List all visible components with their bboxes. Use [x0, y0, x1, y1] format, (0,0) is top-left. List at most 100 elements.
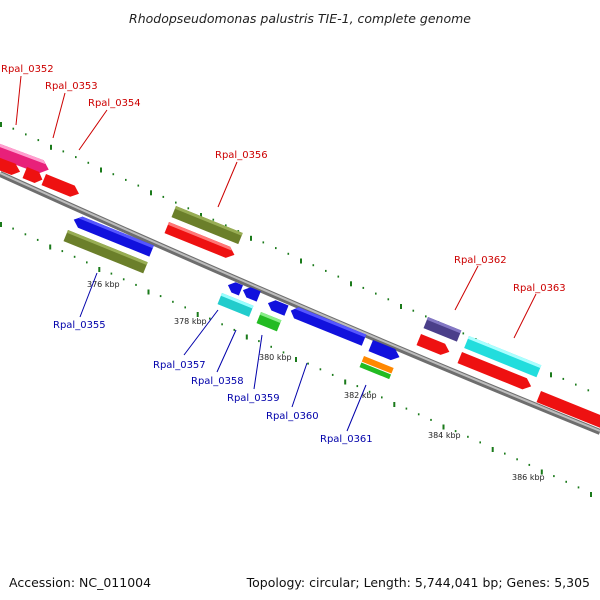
scale-dot [577, 486, 580, 489]
scale-dot [362, 286, 365, 289]
scale-dot [590, 492, 592, 497]
scale-dot [250, 235, 252, 241]
gene-rpal-0361-blue[interactable] [368, 340, 402, 363]
scale-dot [270, 345, 272, 348]
gene-rpal-0357-blue-b[interactable] [241, 285, 261, 302]
scale-dot [221, 323, 223, 326]
gene-rpal-0356-upper[interactable] [171, 206, 243, 245]
scale-dot [162, 195, 165, 198]
scale-dot [307, 362, 309, 365]
scale-dot [337, 275, 340, 278]
scale-dot [565, 480, 567, 483]
gene-label[interactable]: Rpal_0362 [454, 255, 507, 266]
gene-rpal-0362[interactable] [423, 317, 462, 342]
scale-dot [454, 430, 457, 433]
gene-rpal-0353b[interactable] [22, 167, 45, 185]
gene-label[interactable]: Rpal_0353 [45, 81, 98, 92]
gene-rpal-0361[interactable] [359, 356, 394, 380]
gene-label[interactable]: Rpal_0359 [227, 393, 280, 404]
scale-dot [417, 413, 420, 416]
scale-dot [73, 255, 76, 258]
gene-rpal-0363-red[interactable] [457, 352, 534, 392]
gene-rpal-0359[interactable] [256, 312, 282, 332]
scale-dot [287, 252, 290, 255]
scale-dot [405, 407, 408, 410]
gene-rpal-0362-red[interactable] [416, 334, 452, 357]
scale-dot [12, 227, 14, 230]
scale-dot [86, 261, 88, 264]
reverse-genes [63, 214, 402, 380]
scale-dot [425, 315, 427, 318]
scale-dot [344, 379, 347, 385]
scale-dot [275, 247, 277, 250]
gene-rpal-0353[interactable] [0, 156, 22, 177]
scale-dot [325, 269, 327, 272]
gene-rpal-0358[interactable] [266, 298, 289, 316]
scale-dot [125, 178, 127, 181]
scale-dot [137, 184, 140, 187]
gene-rpal-0364-red[interactable] [536, 391, 600, 431]
scale-dot [209, 317, 211, 320]
scale-dot [312, 264, 315, 267]
gene-rpal-0357[interactable] [217, 293, 254, 317]
scale-dot [24, 233, 27, 236]
gene-label[interactable]: Rpal_0363 [513, 283, 566, 294]
gene-label[interactable]: Rpal_0356 [215, 150, 268, 161]
scale-dot [528, 463, 531, 466]
gene-rpal-0357-blue-a[interactable] [226, 280, 243, 296]
gene-label[interactable]: Rpal_0357 [153, 360, 206, 371]
gene-label[interactable]: Rpal_0358 [191, 376, 244, 387]
scale-dot [262, 241, 265, 244]
gene-rpal-0360[interactable] [289, 305, 367, 346]
gene-rpal-0355[interactable] [63, 230, 148, 274]
scale-dot [295, 357, 297, 362]
gene-label[interactable]: Rpal_0361 [320, 434, 373, 445]
scale-dot [212, 218, 215, 221]
scale-dot [462, 332, 465, 335]
gene-label[interactable]: Rpal_0355 [53, 320, 106, 331]
scale-tick-label: 378 kbp [174, 317, 207, 326]
reverse-gene-labels: Rpal_0355 Rpal_0357 Rpal_0358 Rpal_0359 … [53, 320, 373, 445]
scale-dot [368, 390, 371, 393]
scale-dot [237, 230, 240, 233]
scale-dot [356, 385, 359, 388]
scale-dot [25, 133, 27, 136]
scale-dot [300, 258, 302, 264]
scale-dot [0, 122, 2, 127]
scale-dot [393, 402, 396, 407]
gene-rpal-0352[interactable] [0, 142, 51, 176]
gene-rpal-0355-blue[interactable] [72, 214, 154, 257]
scale-tick-label: 382 kbp [344, 391, 377, 400]
scale-dot [62, 150, 65, 153]
scale-dot [587, 389, 590, 392]
gene-rpal-0363[interactable] [464, 336, 542, 378]
scale-dot [61, 250, 64, 253]
gene-rpal-0356-red[interactable] [164, 222, 237, 260]
scale-dot [331, 373, 334, 376]
forward-gene-labels: Rpal_0352 Rpal_0353 Rpal_0354 Rpal_0356 … [1, 64, 566, 294]
gene-rpal-0354[interactable] [41, 174, 82, 199]
scale-tick-label: 376 kbp [87, 280, 120, 289]
gene-label[interactable]: Rpal_0352 [1, 64, 54, 75]
scale-dot [350, 281, 352, 287]
scale-dot [225, 224, 227, 227]
scale-dot [135, 283, 137, 286]
scale-dot [442, 424, 445, 430]
scale-dot [430, 418, 432, 421]
map-title: Rhodopseudomonas palustris TIE-1, comple… [129, 11, 471, 26]
scale-tick-label: 386 kbp [512, 473, 545, 482]
accession-label: Accession: NC_011004 [9, 575, 152, 590]
topology-label: Topology: circular; Length: 5,744,041 bp… [246, 575, 590, 590]
scale-dot [550, 372, 552, 378]
scale-dot [258, 340, 260, 343]
gene-label[interactable]: Rpal_0360 [266, 411, 319, 422]
scale-dot [575, 383, 577, 386]
gene-label[interactable]: Rpal_0354 [88, 98, 141, 109]
scale-dot [400, 304, 402, 309]
scale-dot [150, 190, 152, 196]
scale-dot [112, 173, 115, 176]
scale-dot [50, 144, 52, 150]
scale-dot [553, 475, 555, 478]
scale-dot [36, 238, 39, 241]
